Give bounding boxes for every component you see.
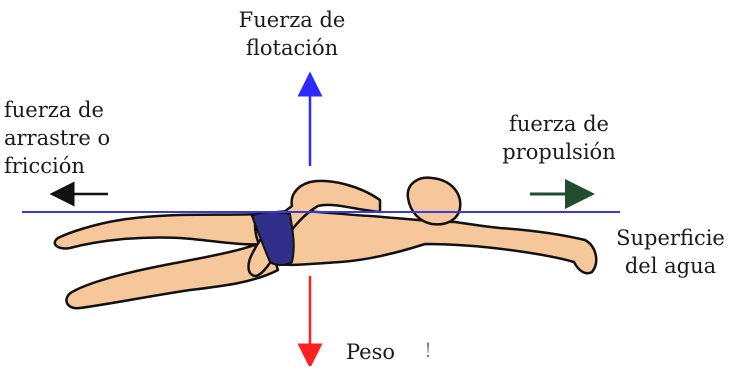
swimmer-back-leg xyxy=(53,212,266,250)
weight-force-label: Peso xyxy=(346,340,396,364)
drag-label-line-1: fuerza de xyxy=(4,98,104,122)
buoyancy-label-line-2: flotación xyxy=(245,36,339,60)
propulsion-label-line-1: fuerza de xyxy=(509,112,609,136)
swimmer-figure xyxy=(53,176,598,310)
swimmer-recovering-arm xyxy=(247,179,382,278)
drag-label-line-3: fricción xyxy=(4,154,85,178)
drag-label-line-2: arrastre o xyxy=(4,126,111,150)
surface-label-line-2: del agua xyxy=(624,254,717,278)
buoyancy-force-label: Fuerza de flotación xyxy=(222,6,362,62)
water-surface-label: Superficie del agua xyxy=(604,224,737,280)
swimmer-lower-leg xyxy=(65,238,280,310)
propulsion-force-label: fuerza de propulsión xyxy=(474,110,644,166)
buoyancy-label-line-1: Fuerza de xyxy=(238,8,346,32)
surface-label-line-1: Superficie xyxy=(616,226,725,250)
propulsion-label-line-2: propulsión xyxy=(502,140,616,164)
stray-mark: ! xyxy=(424,338,433,362)
drag-force-label: fuerza de arrastre o fricción xyxy=(4,96,164,180)
swimmer-head xyxy=(406,176,462,226)
